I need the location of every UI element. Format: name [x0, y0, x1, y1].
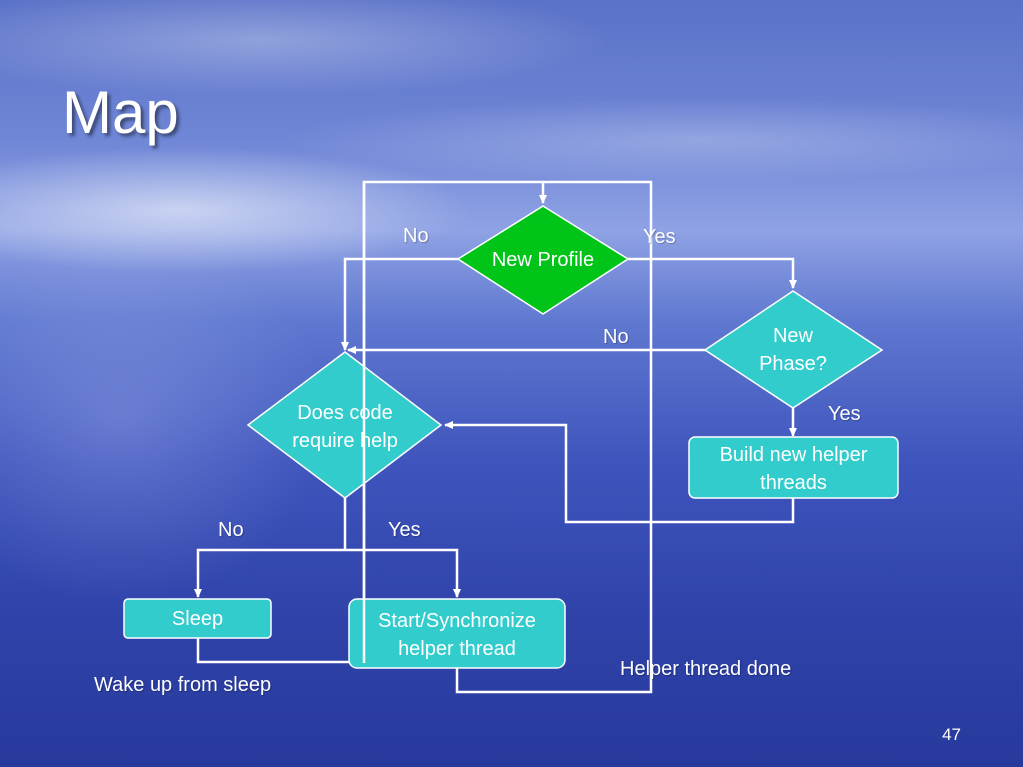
- node-build-threads-shape: [688, 436, 899, 499]
- node-new-profile-shape: [456, 205, 630, 315]
- node-start-sync: Start/Synchronize helper thread: [378, 610, 536, 660]
- node-new-phase-shape: [703, 290, 884, 409]
- label-code-yes: Yes: [388, 519, 421, 541]
- node-new-phase: New Phase?: [759, 325, 827, 375]
- node-start-sync-shape: [348, 598, 566, 669]
- node-sleep-shape: [123, 598, 272, 639]
- node-does-code-shape: [246, 351, 443, 499]
- edge-profile-yes: [626, 257, 797, 289]
- slide-title: Map: [62, 79, 179, 146]
- edge-wake-up: [196, 638, 364, 664]
- node-new-profile: New Profile: [491, 249, 595, 271]
- label-profile-yes: Yes: [643, 226, 676, 248]
- label-phase-no: No: [603, 326, 629, 348]
- slide-number: 47: [942, 725, 961, 744]
- node-build-threads: Build new helper threads: [719, 444, 868, 494]
- edge-build-return: [444, 421, 795, 524]
- label-phase-yes: Yes: [828, 403, 861, 425]
- label-profile-no: No: [403, 225, 429, 247]
- edge-code-yes: [345, 548, 461, 598]
- node-sleep: Sleep: [171, 608, 224, 630]
- label-helper-done: Helper thread done: [620, 658, 792, 680]
- label-wake-up: Wake up from sleep: [94, 674, 272, 696]
- edge-profile-no: [341, 257, 459, 351]
- edge-code-no: [194, 548, 345, 598]
- label-code-no: No: [218, 519, 244, 541]
- node-does-code: Does code require help: [292, 402, 398, 452]
